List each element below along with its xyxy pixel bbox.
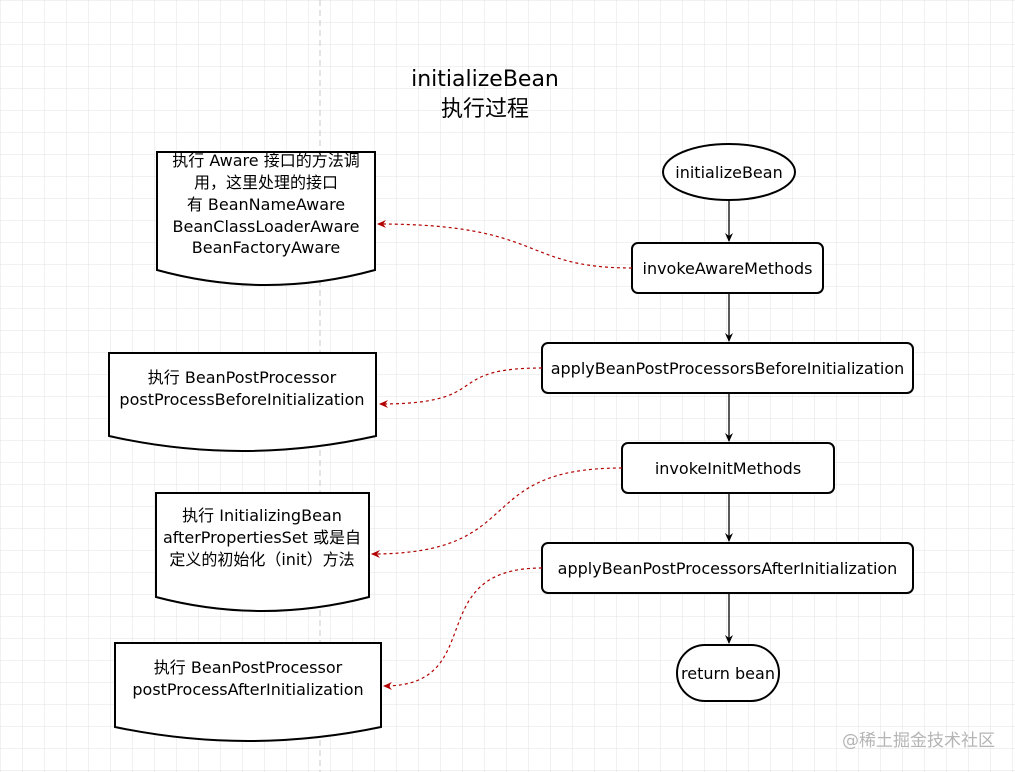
note-before-line2: postProcessBeforeInitialization bbox=[119, 390, 364, 409]
note-aware-line1: 执行 Aware 接口的方法调 bbox=[172, 151, 359, 170]
diagram-title-line2: 执行过程 bbox=[441, 97, 529, 122]
note-init-line1: 执行 InitializingBean bbox=[182, 506, 342, 525]
note-aware-line5: BeanFactoryAware bbox=[192, 238, 340, 257]
note-aware-line2: 用，这里处理的接口 bbox=[194, 173, 338, 192]
node-return-bean-label: return bean bbox=[681, 664, 775, 683]
watermark-text: @稀土掘金技术社区 bbox=[842, 731, 995, 751]
note-init-line3: 定义的初始化（init）方法 bbox=[169, 550, 354, 569]
node-invoke-init-methods-label: invokeInitMethods bbox=[655, 459, 801, 478]
note-aware-line4: BeanClassLoaderAware bbox=[173, 217, 360, 236]
diagram-title-line1: initializeBean bbox=[411, 67, 559, 92]
dashed-connector-aware bbox=[377, 220, 633, 269]
dashed-connector-before bbox=[379, 367, 543, 408]
note-init-line2: afterPropertiesSet 或是自 bbox=[163, 528, 361, 547]
note-after-line1: 执行 BeanPostProcessor bbox=[154, 658, 343, 677]
node-apply-after-initialization-label: applyBeanPostProcessorsAfterInitializati… bbox=[558, 559, 898, 578]
node-return-bean[interactable]: return bean bbox=[676, 644, 780, 702]
node-invoke-aware-methods[interactable]: invokeAwareMethods bbox=[631, 242, 824, 294]
note-aware[interactable]: 执行 Aware 接口的方法调 用，这里处理的接口 有 BeanNameAwar… bbox=[156, 151, 376, 286]
node-initialize-bean[interactable]: initializeBean bbox=[662, 143, 796, 201]
node-initialize-bean-label: initializeBean bbox=[675, 163, 782, 182]
note-init-methods[interactable]: 执行 InitializingBean afterPropertiesSet 或… bbox=[155, 492, 370, 612]
dashed-connector-init bbox=[371, 467, 623, 558]
dashed-connector-after bbox=[383, 567, 543, 690]
note-after-initialization[interactable]: 执行 BeanPostProcessor postProcessAfterIni… bbox=[114, 642, 382, 742]
note-before-line1: 执行 BeanPostProcessor bbox=[148, 368, 337, 387]
node-apply-after-initialization[interactable]: applyBeanPostProcessorsAfterInitializati… bbox=[541, 542, 914, 594]
note-after-line2: postProcessAfterInitialization bbox=[132, 680, 363, 699]
note-aware-line3: 有 BeanNameAware bbox=[187, 195, 345, 214]
node-invoke-init-methods[interactable]: invokeInitMethods bbox=[621, 442, 835, 494]
node-invoke-aware-methods-label: invokeAwareMethods bbox=[643, 259, 813, 278]
node-apply-before-initialization-label: applyBeanPostProcessorsBeforeInitializat… bbox=[551, 359, 905, 378]
note-before-initialization[interactable]: 执行 BeanPostProcessor postProcessBeforeIn… bbox=[108, 352, 377, 452]
node-apply-before-initialization[interactable]: applyBeanPostProcessorsBeforeInitializat… bbox=[541, 342, 914, 394]
